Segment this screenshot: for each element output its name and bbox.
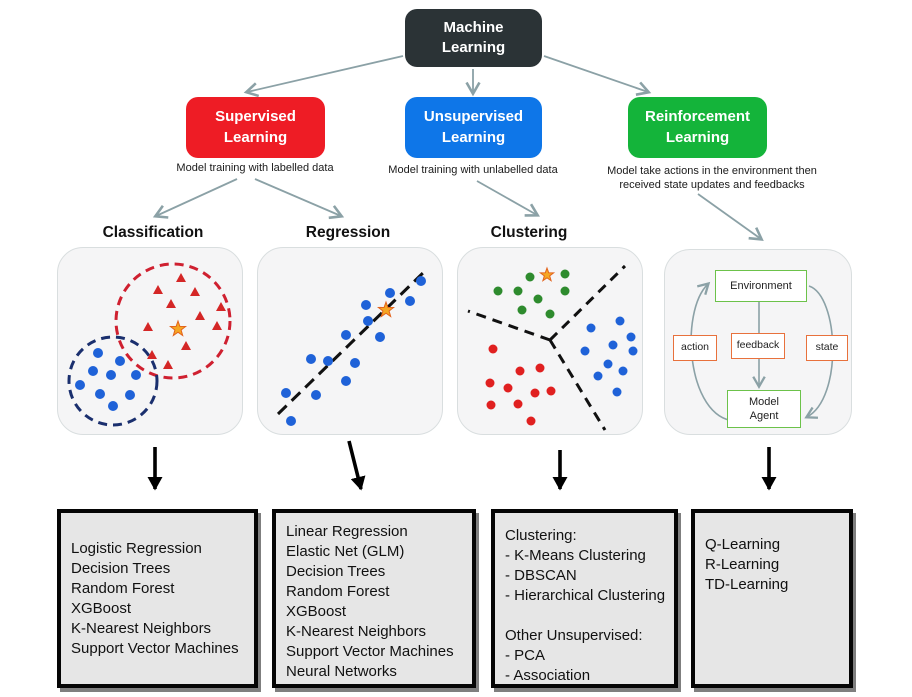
green-dot-markers xyxy=(493,269,570,319)
category-label-classification: Classification xyxy=(102,224,204,241)
algorithms-unsupervised: Clustering:- K-Means Clustering- DBSCAN-… xyxy=(491,509,678,688)
branch-supervised-learning: Supervised Learning xyxy=(186,97,325,158)
panel-regression xyxy=(257,247,443,435)
rl-feedback-box: feedback xyxy=(731,333,785,359)
branch-unsupervised-learning: Unsupervised Learning xyxy=(405,97,542,158)
panel-reinforcement: Environment feedback action state Model … xyxy=(664,249,852,435)
star-marker xyxy=(376,300,396,318)
red-triangle-markers xyxy=(143,273,226,369)
rl-action-box: action xyxy=(673,335,717,361)
cluster-boundary-lines xyxy=(467,264,627,431)
rl-model-agent-box: Model Agent xyxy=(727,390,801,428)
star-marker xyxy=(168,319,188,337)
regression-fit-line xyxy=(276,268,428,416)
red-dot-markers xyxy=(485,344,556,426)
panel-classification xyxy=(57,247,243,435)
caption-reinforcement: Model take actions in the environment th… xyxy=(607,165,817,191)
red-class-boundary-circle xyxy=(114,262,232,380)
blue-dot-markers xyxy=(75,348,141,411)
root-node-machine-learning: Machine Learning xyxy=(405,9,542,67)
blue-dot-markers xyxy=(580,316,638,397)
rl-state-box: state xyxy=(806,335,848,361)
caption-supervised: Model training with labelled data xyxy=(176,162,334,174)
regression-scatter-illustration xyxy=(276,268,428,426)
branch-reinforcement-learning: Reinforcement Learning xyxy=(628,97,767,158)
caption-unsupervised: Model training with unlabelled data xyxy=(388,164,558,176)
classification-scatter-illustration xyxy=(67,262,232,427)
blue-class-boundary-circle xyxy=(67,335,159,427)
rl-environment-box: Environment xyxy=(715,270,807,302)
blue-dot-markers xyxy=(281,276,426,426)
category-label-regression: Regression xyxy=(305,224,391,241)
clustering-scatter-illustration xyxy=(467,264,638,431)
panel-clustering xyxy=(457,247,643,435)
category-label-clustering: Clustering xyxy=(490,224,568,241)
star-marker xyxy=(538,266,556,282)
